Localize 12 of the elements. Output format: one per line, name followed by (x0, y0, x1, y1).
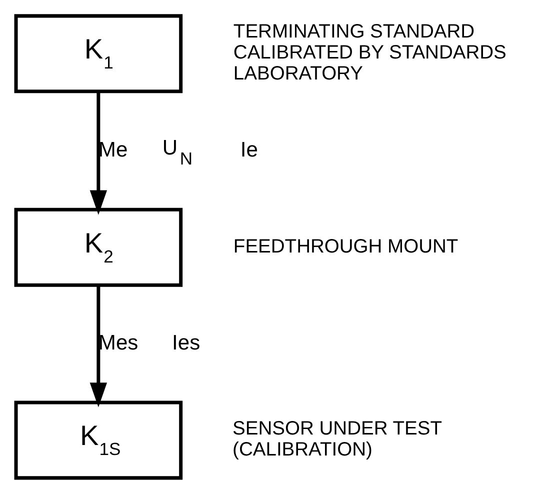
label: Ie (240, 138, 258, 162)
node-label: SENSOR UNDER TEST (CALIBRATION) (232, 418, 442, 461)
node-box: K$_{1}$ (14, 14, 183, 94)
arrow (90, 92, 108, 215)
edge-label: Mes (98, 331, 138, 354)
node-label: FEEDTHROUGH MOUNT (233, 236, 458, 258)
label: Ies (172, 331, 200, 354)
node-box: K$_{1S}$ (14, 400, 183, 480)
node-box: K$_{2}$ (14, 208, 183, 287)
edge-label: Me (98, 138, 128, 162)
node-label: TERMINATING STANDARD CALIBRATED BY STANDARDS LABORATORY (233, 22, 506, 85)
arrow (90, 285, 108, 408)
